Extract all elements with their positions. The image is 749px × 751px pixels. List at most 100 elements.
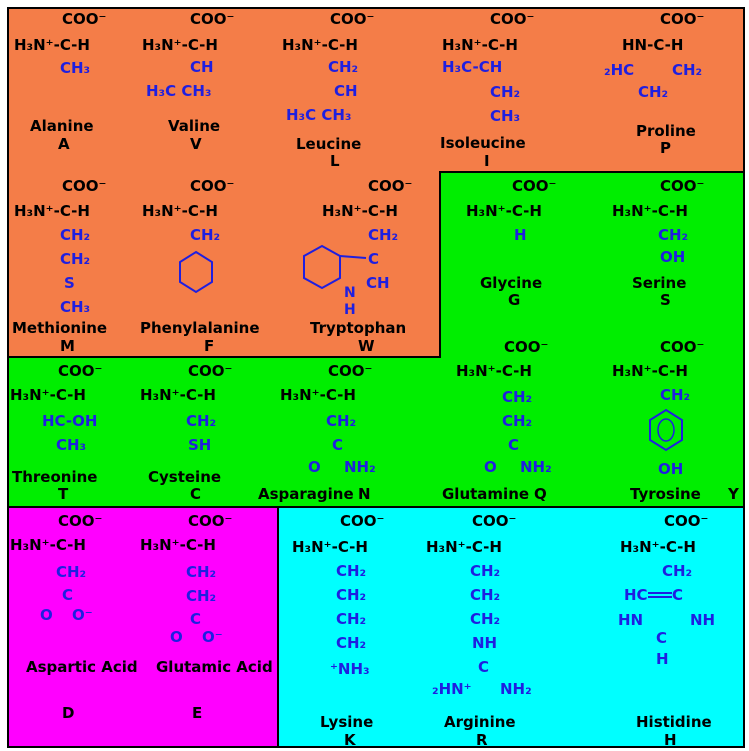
backbone-label: H₃N⁺-C-H [612,362,688,380]
carboxylate-label: COO⁻ [664,512,708,530]
amino-acid-code: N [358,485,371,503]
amino-acid-name: Aspartic Acid [26,658,138,676]
sidechain-group: CH₃ [60,59,90,77]
tryptophan-structure: COO⁻ H₃N⁺-C-H CH₂ C CH N H Tryptophan W [303,177,412,355]
amino-acid-code: V [190,135,202,153]
sidechain-group: CH₂ [490,83,520,101]
serine-structure: COO⁻ H₃N⁺-C-H CH₂ OH Serine S [612,177,704,309]
sidechain-group: CH₂ [658,226,688,244]
amino-acid-code: A [58,135,70,153]
amino-acid-code: R [476,731,488,749]
amino-acid-name: Proline [636,122,696,140]
sidechain-group: NH₂ [344,458,376,476]
basic-region [277,506,745,748]
sidechain-group: CH₂ [368,226,398,244]
valine-structure: COO⁻ H₃N⁺-C-H CH H₃C CH₃ Valine V [142,10,234,153]
sidechain-group: CH₂ [186,412,216,430]
sidechain-group: CH₂ [502,412,532,430]
sidechain-group: CH₂ [638,83,668,101]
sidechain-group: C [672,586,683,604]
sidechain-group: O [170,628,183,646]
amino-acid-name: Isoleucine [440,134,526,152]
backbone-label: H₃N⁺-C-H [466,202,542,220]
sidechain-group: C [368,250,379,268]
tyrosine-structure: COO⁻ H₃N⁺-C-H CH₂ OH Tyrosine Y [612,338,740,503]
amino-acid-name: Tyrosine [630,485,701,503]
carboxylate-label: COO⁻ [330,10,374,28]
backbone-label: H₃N⁺-C-H [140,536,216,554]
backbone-label: H₃N⁺-C-H [282,36,358,54]
amino-acid-code: F [204,337,214,355]
sidechain-group: CH₂ [660,386,690,404]
sidechain-group: CH₃ [56,436,86,454]
backbone-label: H₃N⁺-C-H [442,36,518,54]
sidechain-group: H [344,302,356,318]
methionine-structure: COO⁻ H₃N⁺-C-H CH₂ CH₂ S CH₃ Methionine M [12,177,107,355]
sidechain-group: NH₂ [520,458,552,476]
sidechain-group: CH₂ [336,634,366,652]
sidechain-group: SH [188,436,211,454]
sidechain-group: OH [660,248,685,266]
amino-acid-code: H [664,731,677,749]
sidechain-group: CH₂ [56,563,86,581]
amino-acid-name: Methionine [12,319,107,337]
histidine-structure: COO⁻ H₃N⁺-C-H CH₂ HC C HN NH C H Histidi… [618,512,715,749]
sidechain-group: C [508,436,519,454]
sidechain-group: ₂HC [604,61,634,79]
sidechain-group: CH₂ [470,562,500,580]
amino-acid-name: Serine [632,274,686,292]
carboxylate-label: COO⁻ [504,338,548,356]
arginine-structure: COO⁻ H₃N⁺-C-H CH₂ CH₂ CH₂ NH C ₂HN⁺ NH₂ … [426,512,532,749]
amino-acid-code: G [508,291,520,309]
backbone-label: H₃N⁺-C-H [142,36,218,54]
sidechain-group: NH [472,634,497,652]
carboxylate-label: COO⁻ [660,338,704,356]
amino-acid-name: Glycine [480,274,542,292]
glutamic-acid-structure: COO⁻ H₃N⁺-C-H CH₂ CH₂ C O O⁻ Glutamic Ac… [140,512,273,722]
sidechain-group: O [40,606,53,624]
threonine-structure: COO⁻ H₃N⁺-C-H HC-OH CH₃ Threonine T [10,362,102,503]
carboxylate-label: COO⁻ [660,177,704,195]
backbone-label: H₃N⁺-C-H [142,202,218,220]
sidechain-group: CH₂ [502,388,532,406]
isoleucine-structure: COO⁻ H₃N⁺-C-H H₃C-CH CH₂ CH₃ Isoleucine … [440,10,534,170]
sidechain-group: HC [624,586,648,604]
backbone-label: HN-C-H [622,36,683,54]
backbone-label: H₃N⁺-C-H [14,36,90,54]
ring-inner-circle [657,418,675,442]
proline-structure: COO⁻ HN-C-H ₂HC CH₂ CH₂ Proline P [604,10,704,157]
sidechain-group: HN [618,611,643,629]
backbone-label: H₃N⁺-C-H [612,202,688,220]
amino-acid-code: P [660,139,671,157]
sidechain-group: ₂HN⁺ [432,680,472,698]
backbone-label: H₃N⁺-C-H [14,202,90,220]
sidechain-group: CH [190,58,214,76]
sidechain-group: C [190,610,201,628]
amino-acid-name: Asparagine [258,485,354,503]
carboxylate-label: COO⁻ [58,362,102,380]
carboxylate-label: COO⁻ [368,177,412,195]
amino-acid-name: Histidine [636,713,712,731]
amino-acid-code: M [60,337,75,355]
sidechain-group: O⁻ [202,628,223,646]
carboxylate-label: COO⁻ [62,10,106,28]
sidechain-group: CH [334,82,358,100]
sidechain-group: CH₃ [490,107,520,125]
carboxylate-label: COO⁻ [188,512,232,530]
sidechain-group: CH₂ [470,610,500,628]
indole-bond [339,255,367,259]
cysteine-structure: COO⁻ H₃N⁺-C-H CH₂ SH Cysteine C [140,362,232,503]
backbone-label: H₃N⁺-C-H [10,386,86,404]
carboxylate-label: COO⁻ [472,512,516,530]
sidechain-group: C [62,586,73,604]
glycine-structure: COO⁻ H₃N⁺-C-H H Glycine G [466,177,556,309]
phenylalanine-structure: COO⁻ H₃N⁺-C-H CH₂ Phenylalanine F [140,177,260,355]
backbone-label: H₃N⁺-C-H [292,538,368,556]
sidechain-group: HC-OH [42,412,97,430]
backbone-label: H₃N⁺-C-H [620,538,696,556]
sidechain-group: CH₂ [186,563,216,581]
amino-acid-name: Leucine [296,135,361,153]
sidechain-group: O [308,458,321,476]
sidechain-group: O [484,458,497,476]
